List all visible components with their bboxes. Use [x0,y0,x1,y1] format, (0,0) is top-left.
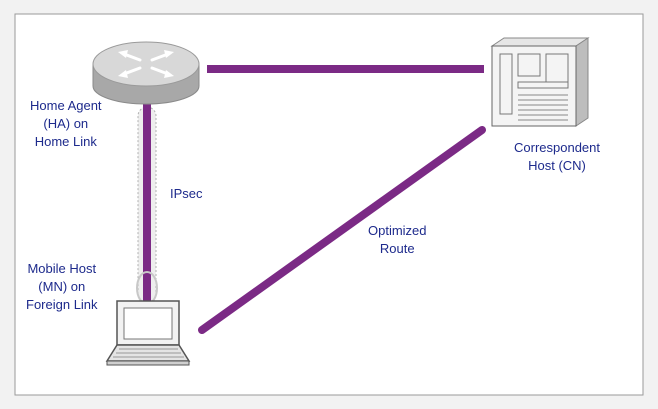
correspondent-label-line1: Correspondent [514,140,600,155]
optimized-route-label-line2: Route [379,241,415,256]
home-agent-label-line2: (HA) on [43,116,89,131]
link-optimized-route [198,126,486,334]
correspondent-label-line2: Host (CN) [528,158,586,173]
optimized-route-label-line1: Optimized [368,223,427,238]
mobile-host-label-line3: Foreign Link [26,297,98,312]
home-agent-label-line3: Home Link [34,134,97,149]
ipsec-tunnel [136,100,158,305]
mobile-host-label-line1: Mobile Host [27,261,97,276]
mobile-host-label: Mobile Host (MN) on Foreign Link [26,260,98,314]
router-icon [92,41,200,105]
ipsec-label-text: IPsec [170,186,203,201]
mobile-host-label-line2: (MN) on [38,279,86,294]
laptop-icon [105,300,191,366]
home-agent-label: Home Agent (HA) on Home Link [30,97,102,151]
ipsec-label: IPsec [170,185,203,203]
server-icon [490,37,590,127]
correspondent-label: Correspondent Host (CN) [514,139,600,175]
home-agent-label-line1: Home Agent [30,98,102,113]
optimized-route-label: Optimized Route [368,222,427,258]
